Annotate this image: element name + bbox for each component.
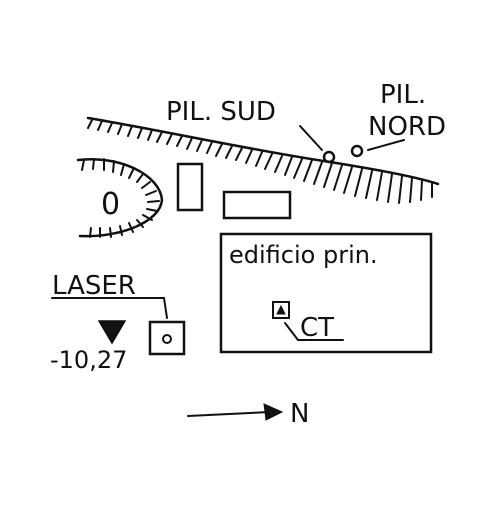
embankment-line	[86, 116, 440, 186]
pil-sud-circle	[322, 150, 336, 164]
horizontal-block	[222, 190, 292, 220]
label-building: edificio prin.	[229, 241, 378, 269]
laser-station-box	[148, 320, 186, 356]
label-pil-nord-line1: PIL.	[380, 80, 426, 110]
label-north: N	[290, 399, 309, 429]
label-pil-nord-line2: NORD	[368, 112, 446, 142]
main-building	[219, 232, 433, 354]
label-zero-mark: 0	[101, 187, 120, 222]
pil-nord-leader	[367, 139, 405, 151]
laser-leader-line	[51, 297, 168, 319]
north-arrow-line	[187, 411, 271, 417]
benchmark-triangle-icon	[276, 304, 286, 315]
label-pil-sud: PIL. SUD	[166, 97, 276, 127]
laser-station-point	[162, 334, 172, 344]
label-elevation: -10,27	[50, 346, 127, 374]
ct-marker-box	[272, 301, 290, 319]
small-vertical-block	[176, 162, 204, 212]
label-ct: CT	[300, 313, 334, 343]
embankment-hatching	[87, 119, 433, 204]
label-laser: LASER	[52, 271, 136, 301]
trench-hatching	[81, 158, 160, 238]
pil-sud-leader	[299, 125, 323, 151]
ct-leader-line	[284, 322, 344, 341]
inverted-triangle-icon	[97, 320, 127, 345]
arrow-right-icon	[263, 403, 284, 421]
pil-nord-circle	[350, 144, 364, 158]
